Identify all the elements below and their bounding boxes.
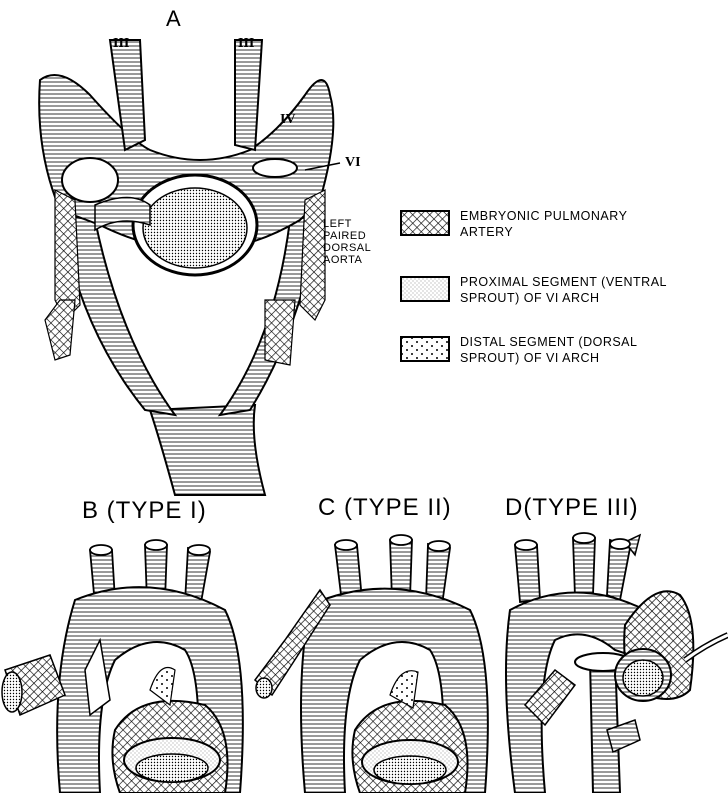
arch-vi-leader-line <box>0 0 400 200</box>
legend-label-line: SPROUT) OF VI ARCH <box>460 290 667 306</box>
type-iii-heart-diagram <box>495 530 728 793</box>
legend-label: DISTAL SEGMENT (DORSAL SPROUT) OF VI ARC… <box>460 334 637 366</box>
legend-label: PROXIMAL SEGMENT (VENTRAL SPROUT) OF VI … <box>460 274 667 306</box>
legend-label-line: DISTAL SEGMENT (DORSAL <box>460 334 637 350</box>
dots-swatch <box>400 336 450 362</box>
legend-item-proximal-segment: PROXIMAL SEGMENT (VENTRAL SPROUT) OF VI … <box>400 274 725 314</box>
panel-d-title: D(TYPE III) <box>505 494 639 522</box>
legend-item-pulmonary-artery: EMBRYONIC PULMONARY ARTERY <box>400 208 725 248</box>
type-ii-heart-diagram <box>250 530 500 793</box>
legend-label-line: PROXIMAL SEGMENT (VENTRAL <box>460 274 667 290</box>
legend-label-line: EMBRYONIC PULMONARY <box>460 208 627 224</box>
stipple-swatch <box>400 276 450 302</box>
legend-label-line: ARTERY <box>460 224 627 240</box>
panel-c-title: C (TYPE II) <box>318 494 452 522</box>
type-i-heart-diagram <box>0 530 260 793</box>
legend-item-distal-segment: DISTAL SEGMENT (DORSAL SPROUT) OF VI ARC… <box>400 334 725 374</box>
crosshatch-swatch <box>400 210 450 236</box>
dorsal-aorta-note-line: AORTA <box>323 254 371 266</box>
dorsal-aorta-note-line: PAIRED <box>323 230 371 242</box>
panel-b-title: B (TYPE I) <box>82 497 207 525</box>
dorsal-aorta-note-line: DORSAL <box>323 242 371 254</box>
dorsal-aorta-note: LEFT PAIRED DORSAL AORTA <box>323 218 371 266</box>
legend-label: EMBRYONIC PULMONARY ARTERY <box>460 208 627 240</box>
legend-label-line: SPROUT) OF VI ARCH <box>460 350 637 366</box>
dorsal-aorta-note-line: LEFT <box>323 218 371 230</box>
